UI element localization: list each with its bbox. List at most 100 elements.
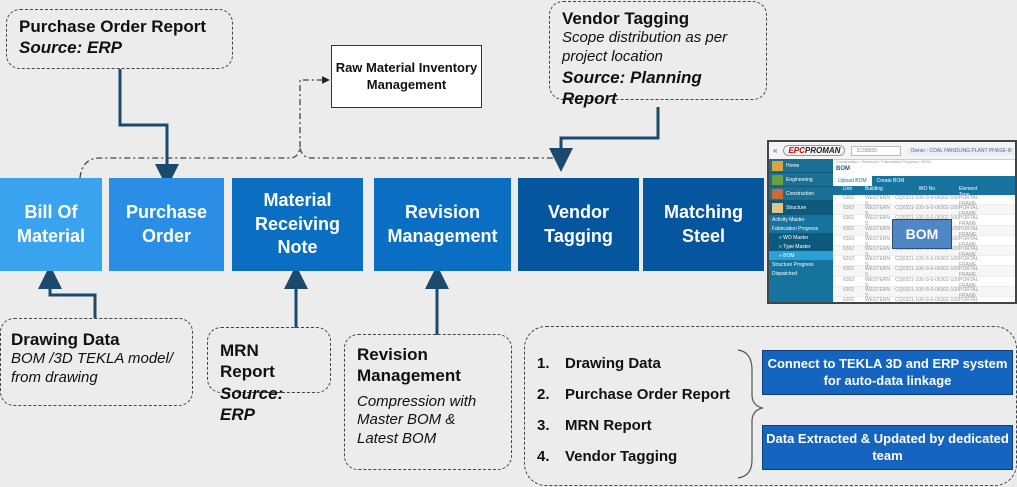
table-cell: CQ0321-100-S-0-06302-100 — [895, 256, 959, 263]
step-material-receiving-note: Material Receiving Note — [232, 178, 363, 271]
row-checkbox — [833, 287, 843, 296]
row-checkbox — [833, 256, 843, 265]
table-cell: WESTERN S. — [865, 266, 890, 279]
brace — [737, 349, 765, 479]
arrow-drawing-data — [38, 265, 97, 318]
table-cell: CQ0321-100-S-0-06302-100 — [895, 286, 959, 293]
note-source: Source: ERP — [19, 38, 122, 58]
app-tabs: Upload BOM Create BOM — [833, 176, 1015, 186]
table-cell: CQ0321-100-S-0-06302-100 — [895, 296, 959, 303]
table-cell: WESTERN S. — [865, 256, 890, 269]
structure-icon — [772, 202, 783, 213]
note-drawing-data: Drawing Data BOM /3D TEKLA model/ from d… — [0, 318, 193, 406]
table-cell: PORTAL FRAME — [959, 235, 979, 248]
row-checkbox — [833, 226, 843, 235]
table-cell: 6302 — [843, 266, 855, 273]
sidebar-item: Structure — [769, 201, 833, 215]
engineering-icon — [772, 174, 783, 185]
row-checkbox — [833, 236, 843, 245]
step-purchase-order: Purchase Order — [109, 178, 224, 271]
note-source: Source: Planning Report — [562, 67, 702, 108]
list-item: 3.MRN Report — [537, 417, 652, 434]
row-checkbox — [833, 195, 843, 204]
step-vendor-tagging: Vendor Tagging — [518, 178, 639, 271]
sidebar-subitem: Structure Progress — [772, 261, 814, 268]
raw-material-inventory-box: Raw Material Inventory Management — [331, 45, 482, 108]
table-cell: WESTERN S. — [865, 286, 890, 299]
table-cell: PORTAL FRAME — [959, 276, 979, 289]
row-checkbox — [833, 205, 843, 214]
table-cell: WESTERN S. — [865, 235, 890, 248]
list-item: 1.Drawing Data — [537, 355, 661, 372]
list-item: 2.Purchase Order Report — [537, 386, 731, 403]
bom-overlay-label: BOM — [892, 219, 952, 249]
table-cell: WESTERN S. — [865, 296, 890, 303]
sidebar-subitem: Fabrication Progress — [772, 225, 819, 232]
sidebar-subitem: » WO Master — [769, 233, 833, 242]
table-cell: CQ0321-100-S-0-06302-100 — [895, 215, 959, 224]
note-mrn-report: MRN Report Source: ERP — [207, 327, 331, 424]
tab-upload-bom: Upload BOM — [833, 176, 872, 186]
table-cell: WESTERN S. — [865, 195, 890, 207]
table-header: Unit Building WO No Element Type — [833, 186, 1015, 198]
table-cell: 6302 — [843, 296, 855, 303]
owner-label: Owner : COAL HANDLING PLANT PHASE-III — [907, 146, 1015, 155]
table-cell: WESTERN S. — [865, 276, 890, 289]
table-cell: PORTAL FRAME — [959, 245, 979, 258]
page-title: BOM — [836, 166, 850, 172]
note-vendor-tagging: Vendor Tagging Scope distribution as per… — [549, 1, 767, 108]
note-desc: BOM /3D TEKLA model/ from drawing — [11, 350, 173, 386]
table-cell: CQ0321-100-S-0-06302-100 — [895, 266, 959, 273]
note-desc: Scope distribution as per project locati… — [562, 29, 728, 65]
sidebar-subitem: » Type Master — [769, 242, 833, 251]
row-checkbox — [833, 297, 843, 302]
dashed-connector-top — [79, 76, 330, 179]
project-select: 1C00820 — [851, 145, 902, 156]
arrow-po-report — [118, 69, 179, 188]
note-purchase-order-report: Purchase Order Report Source: ERP — [6, 9, 233, 69]
dashed-connector-right — [299, 147, 555, 159]
table-cell: WESTERN S. — [865, 205, 890, 218]
table-cell: 6302 — [843, 215, 855, 222]
outcome-connect-tekla-erp: Connect to TEKLA 3D and ERP system for a… — [762, 350, 1013, 395]
table-cell: PORTAL FRAME — [959, 195, 979, 207]
sidebar-item: Engineering — [769, 173, 833, 187]
row-checkbox — [833, 266, 843, 275]
note-title: MRN Report — [220, 341, 275, 382]
step-revision-management: Revision Management — [374, 178, 511, 271]
table-cell: PORTAL FRAME — [959, 296, 979, 303]
note-title: Purchase Order Report — [19, 17, 207, 36]
table-cell: PORTAL FRAME — [959, 266, 979, 279]
table-cell: WESTERN S. — [865, 245, 890, 258]
home-icon — [772, 160, 783, 171]
construction-icon — [772, 188, 783, 199]
data-inputs-list: 1.Drawing Data 2.Purchase Order Report 3… — [524, 326, 1017, 486]
note-title: Revision Management — [357, 345, 461, 386]
table-cell: PORTAL FRAME — [959, 215, 979, 228]
table-cell: CQ0321-100-S-0-06302-100 — [895, 195, 959, 201]
row-checkbox — [833, 277, 843, 286]
sidebar-item: Home — [769, 159, 833, 173]
table-cell: 6302 — [843, 256, 855, 263]
step-bill-of-material: Bill Of Material — [0, 178, 102, 271]
note-title: Vendor Tagging — [562, 9, 690, 28]
table-cell: WESTERN S. — [865, 225, 890, 238]
breadcrumb: Construction / Structure / Fabrication P… — [836, 159, 931, 164]
table-cell: PORTAL FRAME — [959, 286, 979, 299]
sidebar-subitem-selected: » BOM — [769, 251, 833, 260]
app-sidebar: Home Engineering Construction Structure … — [769, 159, 833, 302]
table-cell: WESTERN S. — [865, 215, 890, 228]
table-cell: CQ0321-100-S-0-06302-100 — [895, 276, 959, 283]
sidebar-item: Construction — [769, 187, 833, 201]
note-revision-management: Revision Management Compression with Mas… — [344, 334, 512, 470]
sidebar-subitem: Activity Master — [772, 216, 805, 223]
table-cell: 6302 — [843, 276, 855, 283]
app-header: « EPCPROMAN 1C00820 Owner : COAL HANDLIN… — [769, 142, 1015, 160]
outcome-data-extracted: Data Extracted & Updated by dedicated te… — [762, 425, 1013, 470]
